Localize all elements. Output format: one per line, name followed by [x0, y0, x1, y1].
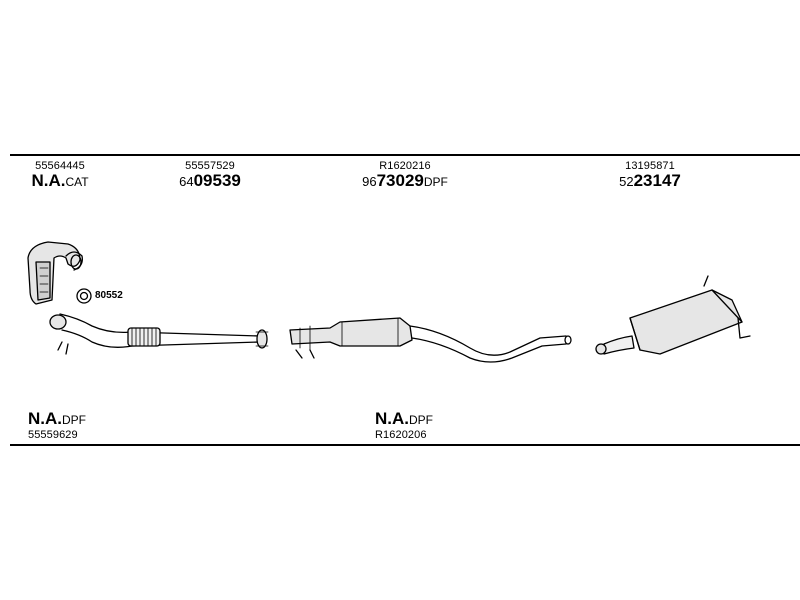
part-number: 5223147: [619, 171, 681, 190]
part-label-bottom-middle: N.A.DPF R1620206: [375, 409, 445, 442]
part-number: 9673029DPF: [362, 171, 448, 190]
part-label-bottom-left: N.A.DPF 55559629: [28, 409, 98, 442]
gasket-ref-label: 80552: [95, 290, 123, 301]
oe-reference: 55564445: [35, 160, 85, 172]
catalytic-converter-drawing: [27, 241, 83, 305]
part-label-front-pipe: 55557529 6409539: [165, 160, 255, 191]
gasket-drawing: [76, 288, 92, 304]
part-label-dpf: R1620216 9673029DPF: [350, 160, 460, 191]
top-divider-line: [10, 154, 800, 156]
oe-reference: 55557529: [185, 160, 235, 172]
oe-reference: R1620206: [375, 429, 427, 441]
rear-muffler-drawing: [595, 275, 751, 355]
part-number: 6409539: [179, 171, 241, 190]
oe-reference: R1620216: [379, 160, 431, 172]
dpf-drawing: [289, 317, 572, 363]
part-label-rear-muffler: 13195871 5223147: [605, 160, 695, 191]
front-pipe-drawing: [49, 313, 269, 355]
part-number: N.A.CAT: [31, 171, 89, 190]
oe-reference: 13195871: [625, 160, 675, 172]
oe-reference: 55559629: [28, 429, 78, 441]
part-number: N.A.DPF: [375, 409, 433, 428]
part-number: N.A.DPF: [28, 409, 86, 428]
bottom-divider-line: [10, 444, 800, 446]
part-label-catalyst: 55564445 N.A.CAT: [20, 160, 100, 191]
